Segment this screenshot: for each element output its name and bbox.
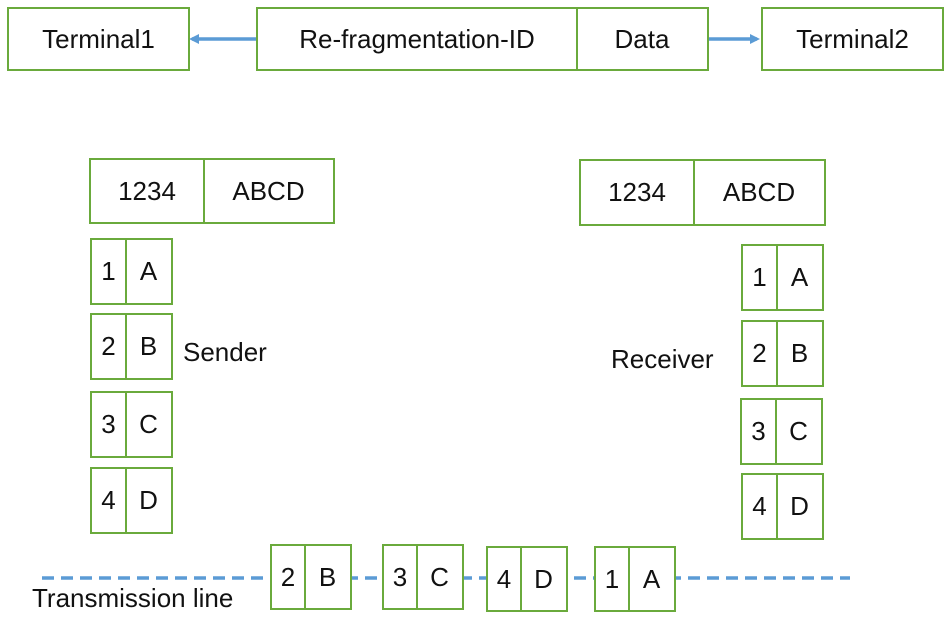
receiver-packet-id: 1234 [579,159,695,226]
fragment-number: 4 [741,473,778,540]
terminal2-label: Terminal2 [796,23,909,54]
packet-format: Re-fragmentation-ID Data [256,7,709,71]
receiver-fragment: 2 B [741,320,824,387]
fragment-letter: D [775,473,824,540]
refrag-id-field: Re-fragmentation-ID [256,7,578,71]
receiver-fragment: 4 D [741,473,824,540]
fragment-letter: C [415,544,464,610]
sender-packet-id: 1234 [89,158,205,224]
fragment-number: 1 [90,238,127,305]
refrag-id-label: Re-fragmentation-ID [299,23,535,54]
fragment-number: 4 [90,467,127,534]
fragment-number: 2 [741,320,778,387]
terminal1-label: Terminal1 [42,23,155,54]
fragment-letter: A [775,244,824,311]
sender-fragment: 1 A [90,238,173,305]
receiver-fragment: 3 C [740,398,823,465]
sender-label: Sender [183,337,267,367]
data-field: Data [575,7,709,71]
fragment-number: 1 [741,244,778,311]
transmission-fragment: 1 A [594,546,676,612]
fragment-letter: C [774,398,823,465]
sender-packet-data: ABCD [202,158,335,224]
receiver-fragment: 1 A [741,244,824,311]
fragment-number: 2 [90,313,127,380]
transmission-fragment: 3 C [382,544,464,610]
transmission-fragment: 4 D [486,546,568,612]
data-label: Data [614,23,670,54]
fragment-letter: B [303,544,352,610]
fragment-letter: D [124,467,173,534]
fragment-number: 3 [90,391,127,458]
terminal1-box: Terminal1 [7,7,190,71]
terminal2-box: Terminal2 [761,7,944,71]
fragment-letter: A [124,238,173,305]
receiver-packet: 1234 ABCD [579,159,826,226]
fragment-letter: B [124,313,173,380]
fragment-number: 2 [270,544,306,610]
sender-fragment: 4 D [90,467,173,534]
sender-fragment: 3 C [90,391,173,458]
receiver-label: Receiver [611,344,714,374]
fragment-letter: A [627,546,676,612]
receiver-packet-data: ABCD [692,159,826,226]
fragment-letter: B [775,320,824,387]
fragment-number: 4 [486,546,522,612]
fragment-number: 1 [594,546,630,612]
fragment-number: 3 [740,398,777,465]
sender-fragment: 2 B [90,313,173,380]
fragment-number: 3 [382,544,418,610]
transmission-line-label: Transmission line [32,583,234,613]
sender-packet: 1234 ABCD [89,158,335,224]
transmission-fragment: 2 B [270,544,352,610]
fragment-letter: C [124,391,173,458]
fragment-letter: D [519,546,568,612]
